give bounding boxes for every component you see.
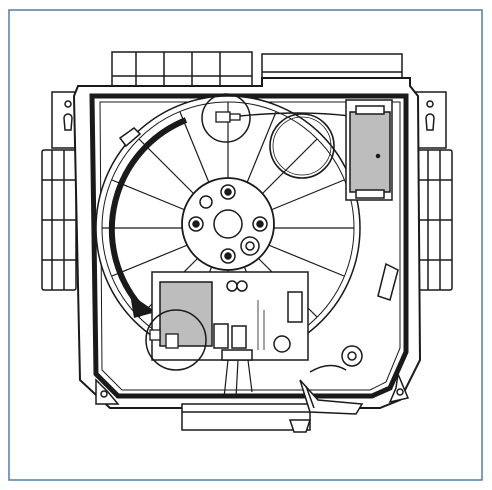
capacitor-box (345, 99, 393, 201)
figure-border (8, 9, 483, 481)
bottom-foot-right (388, 371, 410, 404)
left-slot (118, 127, 142, 148)
right-slot (377, 262, 399, 301)
connector-plug (215, 111, 241, 123)
hub-center (213, 209, 243, 239)
board-terminal (149, 329, 179, 349)
connector-detail-icon (201, 93, 251, 143)
hub-bolts (188, 184, 268, 264)
rotation-arrowhead (130, 294, 156, 318)
board-wires (223, 359, 253, 399)
cable-loop-inner (272, 116, 332, 176)
housing-inner-line (99, 101, 401, 391)
housing-inner-wall (89, 93, 409, 399)
cable-gland (299, 345, 364, 415)
circuit-board-detail-icon (145, 309, 207, 371)
cable (239, 112, 351, 117)
bottom-foot-left (95, 378, 120, 405)
left-side-handle (41, 149, 77, 291)
bottom-outlet (181, 403, 312, 433)
right-side-handle (417, 149, 453, 291)
rotation-arrow-icon (108, 117, 188, 308)
cable-loop (269, 113, 335, 179)
